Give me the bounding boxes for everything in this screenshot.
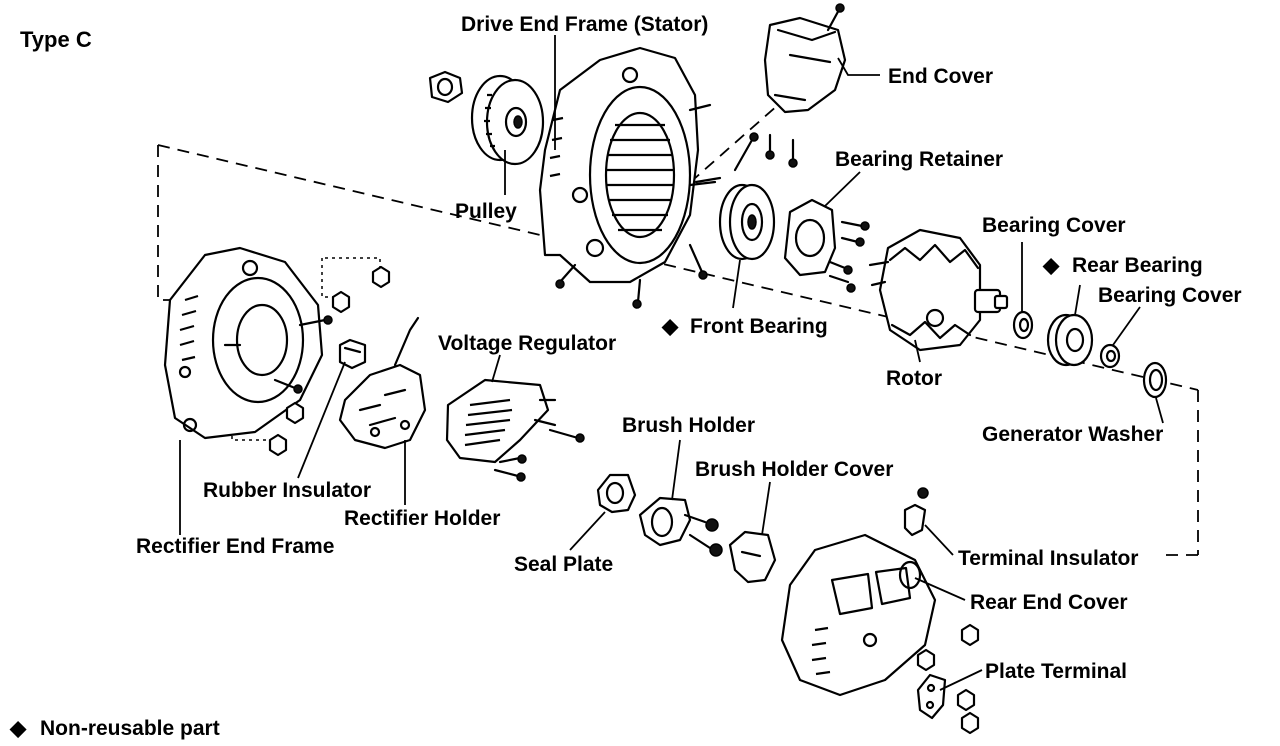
label-brush-holder: Brush Holder	[622, 414, 755, 437]
label-rubber-insulator: Rubber Insulator	[203, 479, 371, 502]
bearing-cover-2	[1099, 343, 1121, 369]
drive-end-frame	[538, 46, 717, 284]
diagram-title: Type C	[20, 27, 92, 52]
label-pulley: Pulley	[455, 200, 517, 223]
label-seal-plate: Seal Plate	[514, 553, 613, 576]
label-end-cover: End Cover	[888, 65, 993, 88]
rear-end-cover	[780, 533, 937, 697]
rectifier-holder	[338, 316, 427, 450]
front-bearing-marker: ◆	[661, 315, 679, 338]
label-rectifier-holder: Rectifier Holder	[344, 507, 500, 530]
terminal-insulator	[903, 487, 929, 537]
label-rear-end-cover: Rear End Cover	[970, 591, 1128, 614]
rectifier-end-frame	[163, 246, 333, 440]
label-voltage-regulator: Voltage Regulator	[438, 332, 616, 355]
label-terminal-insulator: Terminal Insulator	[958, 547, 1138, 570]
legend-text: Non-reusable part	[40, 717, 220, 740]
leader-lines	[179, 35, 1164, 691]
rear-cover-nuts	[916, 623, 980, 735]
brush-holder-cover	[728, 530, 777, 584]
rotor	[868, 228, 1009, 352]
legend: ◆ Non-reusable part	[9, 717, 220, 740]
plate-terminal	[916, 673, 947, 720]
legend-symbol: ◆	[9, 717, 27, 740]
voltage-regulator	[445, 378, 585, 482]
part-labels: Drive End Frame (Stator) End Cover Pulle…	[136, 13, 1242, 683]
front-bearing	[718, 183, 776, 261]
label-brush-holder-cover: Brush Holder Cover	[695, 458, 893, 481]
rectifier-nuts	[268, 265, 391, 457]
rubber-insulator	[338, 338, 367, 370]
drive-end-bolts	[555, 132, 759, 309]
label-bearing-cover-2: Bearing Cover	[1098, 284, 1242, 307]
generator-washer	[1142, 361, 1168, 399]
brush-holder	[638, 496, 723, 557]
rear-bearing	[1046, 313, 1094, 367]
label-bearing-cover-1: Bearing Cover	[982, 214, 1126, 237]
rear-bearing-marker: ◆	[1042, 254, 1060, 277]
seal-plate	[596, 473, 637, 514]
pulley	[470, 74, 545, 166]
label-plate-terminal: Plate Terminal	[985, 660, 1127, 683]
label-drive-end-frame: Drive End Frame (Stator)	[461, 13, 708, 36]
label-rotor: Rotor	[886, 367, 942, 390]
end-cover	[763, 3, 847, 168]
label-bearing-retainer: Bearing Retainer	[835, 148, 1003, 171]
bearing-retainer	[783, 198, 870, 293]
label-rear-bearing: Rear Bearing	[1072, 254, 1203, 277]
pulley-nut	[428, 70, 464, 104]
bearing-cover-1	[1012, 310, 1034, 340]
label-front-bearing: Front Bearing	[690, 315, 828, 338]
label-rectifier-end-frame: Rectifier End Frame	[136, 535, 334, 558]
label-generator-washer: Generator Washer	[982, 423, 1163, 446]
